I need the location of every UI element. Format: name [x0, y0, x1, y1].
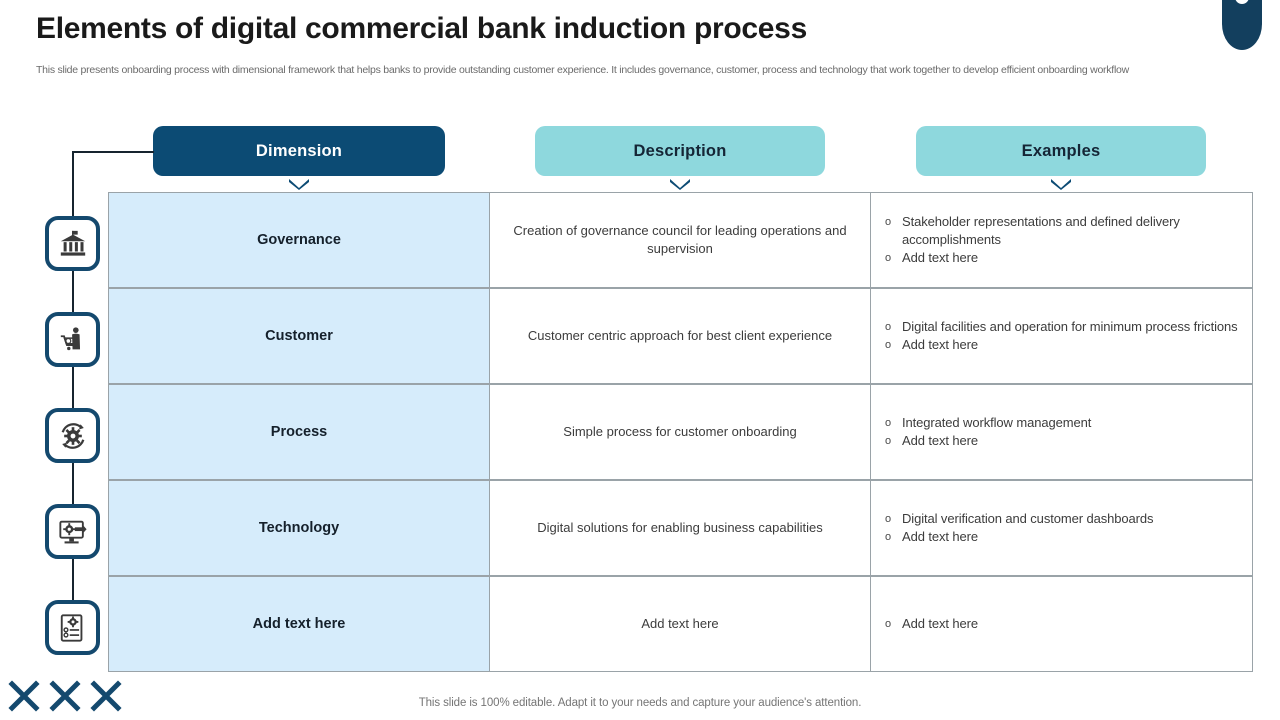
table-row: Governance Creation of governance counci…	[108, 192, 1253, 288]
list-item: o Add text here	[885, 337, 979, 352]
cell-description: Simple process for customer onboarding	[490, 384, 871, 480]
bullet-marker: o	[885, 321, 892, 333]
table-row: Customer Customer centric approach for b…	[108, 288, 1253, 384]
cell-description: Add text here	[490, 576, 871, 672]
bullet-marker: o	[885, 513, 892, 525]
cell-dimension: Add text here	[108, 576, 490, 672]
cell-dimension: Governance	[108, 192, 490, 288]
close-icon	[49, 680, 81, 712]
table-row: Add text here Add text here o Add text h…	[108, 576, 1253, 672]
column-headers: Dimension Description Examples	[0, 126, 1280, 178]
page-subtitle: This slide presents onboarding process w…	[36, 64, 1129, 76]
cell-examples: o Digital verification and customer dash…	[871, 480, 1253, 576]
bullet-marker: o	[885, 339, 892, 351]
process-gear-cycle-icon	[45, 408, 100, 463]
list-item: o Digital facilities and operation for m…	[885, 319, 1238, 334]
bank-icon	[45, 216, 100, 271]
table-row: Process Simple process for customer onbo…	[108, 384, 1253, 480]
footer-note: This slide is 100% editable. Adapt it to…	[418, 697, 862, 709]
chevron-down-icon	[1050, 178, 1072, 190]
cell-examples: o Digital facilities and operation for m…	[871, 288, 1253, 384]
bullet-marker: o	[885, 216, 892, 228]
table-row: Technology Digital solutions for enablin…	[108, 480, 1253, 576]
decorative-pin-shape	[1222, 0, 1262, 50]
cell-dimension: Technology	[108, 480, 490, 576]
header-examples[interactable]: Examples	[916, 126, 1206, 176]
close-icon	[8, 680, 40, 712]
cell-description: Digital solutions for enabling business …	[490, 480, 871, 576]
chevron-down-icon	[288, 178, 310, 190]
cell-description: Customer centric approach for best clien…	[490, 288, 871, 384]
bullet-marker: o	[885, 531, 892, 543]
bullet-marker: o	[885, 417, 892, 429]
header-dimension[interactable]: Dimension	[153, 126, 445, 176]
bullet-marker: o	[885, 435, 892, 447]
list-item: o Add text here	[885, 616, 979, 631]
bullet-marker: o	[885, 618, 892, 630]
list-item: o Add text here	[885, 250, 979, 265]
customer-cart-icon	[45, 312, 100, 367]
list-item: o Integrated workflow management	[885, 415, 1092, 430]
list-item: o Stakeholder representations and define…	[885, 214, 1180, 247]
chevron-down-icon	[669, 178, 691, 190]
header-description[interactable]: Description	[535, 126, 825, 176]
technology-monitor-gear-icon	[45, 504, 100, 559]
list-item: o Digital verification and customer dash…	[885, 511, 1154, 526]
document-settings-icon	[45, 600, 100, 655]
cell-examples: o Add text here	[871, 576, 1253, 672]
list-item: o Add text here	[885, 529, 979, 544]
close-icons-group	[8, 680, 122, 712]
cell-description: Creation of governance council for leadi…	[490, 192, 871, 288]
cell-examples: o Integrated workflow management o Add t…	[871, 384, 1253, 480]
cell-dimension: Customer	[108, 288, 490, 384]
cell-dimension: Process	[108, 384, 490, 480]
connector-line-vertical	[72, 151, 74, 629]
elements-table: Governance Creation of governance counci…	[108, 192, 1253, 672]
page-title: Elements of digital commercial bank indu…	[36, 12, 807, 45]
cell-examples: o Stakeholder representations and define…	[871, 192, 1253, 288]
list-item: o Add text here	[885, 433, 979, 448]
close-icon	[90, 680, 122, 712]
connector-line-horizontal	[72, 151, 154, 153]
bullet-marker: o	[885, 252, 892, 264]
